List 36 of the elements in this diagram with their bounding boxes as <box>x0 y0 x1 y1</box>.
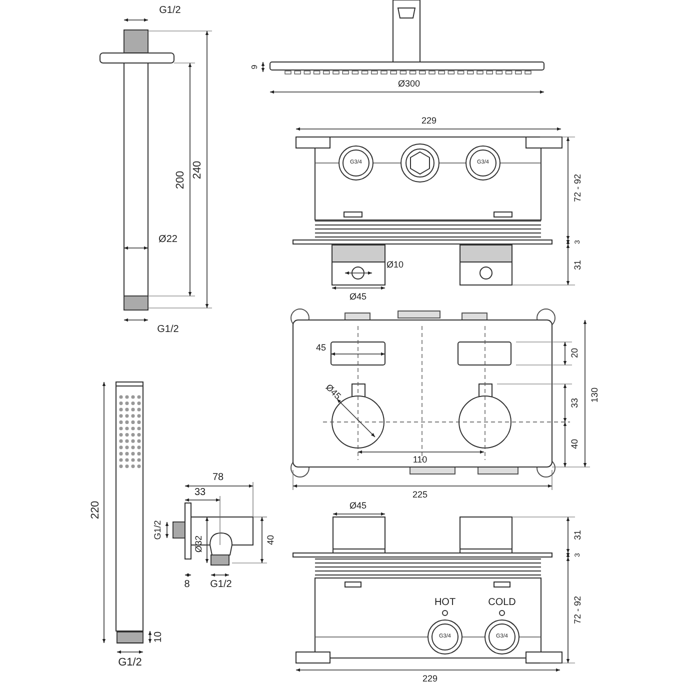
dimension-label: 8 <box>183 580 191 590</box>
dimension-label: 130 <box>590 386 600 404</box>
dimension-label: 220 <box>90 500 102 520</box>
dimension-label: 225 <box>411 490 429 500</box>
dimension-label: 31 <box>574 529 582 541</box>
dimension-label: 200 <box>176 170 186 190</box>
dimension-label: COLD <box>487 598 517 608</box>
dimension-label: Ø45 <box>348 292 368 302</box>
dimension-label: 31 <box>574 259 582 271</box>
dimension-label: HOT <box>433 598 457 608</box>
dimension-label: Ø45 <box>348 502 368 510</box>
dimension-label: Ø300 <box>396 80 422 88</box>
dimension-label: 229 <box>421 674 439 684</box>
dimension-label: Ø45 <box>323 382 343 402</box>
dimension-label: G1/2 <box>209 580 233 590</box>
dimension-label: G1/2 <box>154 519 162 541</box>
dimension-label: 33 <box>570 397 580 409</box>
dimension-label: G1/2 <box>156 325 180 335</box>
dimension-label: 110 <box>412 456 428 464</box>
dimension-label: 45 <box>315 344 327 352</box>
dimension-label: 40 <box>266 534 276 546</box>
dimension-label: 78 <box>211 473 225 483</box>
dimension-label: Ø10 <box>386 260 404 270</box>
dimension-label: 229 <box>420 116 438 126</box>
dimension-label: 72 - 92 <box>574 594 582 626</box>
dimension-label: 9 <box>251 64 259 70</box>
dimension-label: 33 <box>193 488 207 498</box>
dimension-label: 40 <box>570 438 580 450</box>
dimension-label: 20 <box>570 347 580 359</box>
dimension-label: Ø32 <box>194 534 204 554</box>
dimension-label: Ø22 <box>158 235 178 245</box>
dimension-label: 240 <box>192 160 204 180</box>
dimension-label: 72 - 92 <box>574 172 582 204</box>
dimension-label: 10 <box>154 630 164 644</box>
dimension-label: G1/2 <box>158 6 182 16</box>
dimension-label: G1/2 <box>117 658 143 668</box>
